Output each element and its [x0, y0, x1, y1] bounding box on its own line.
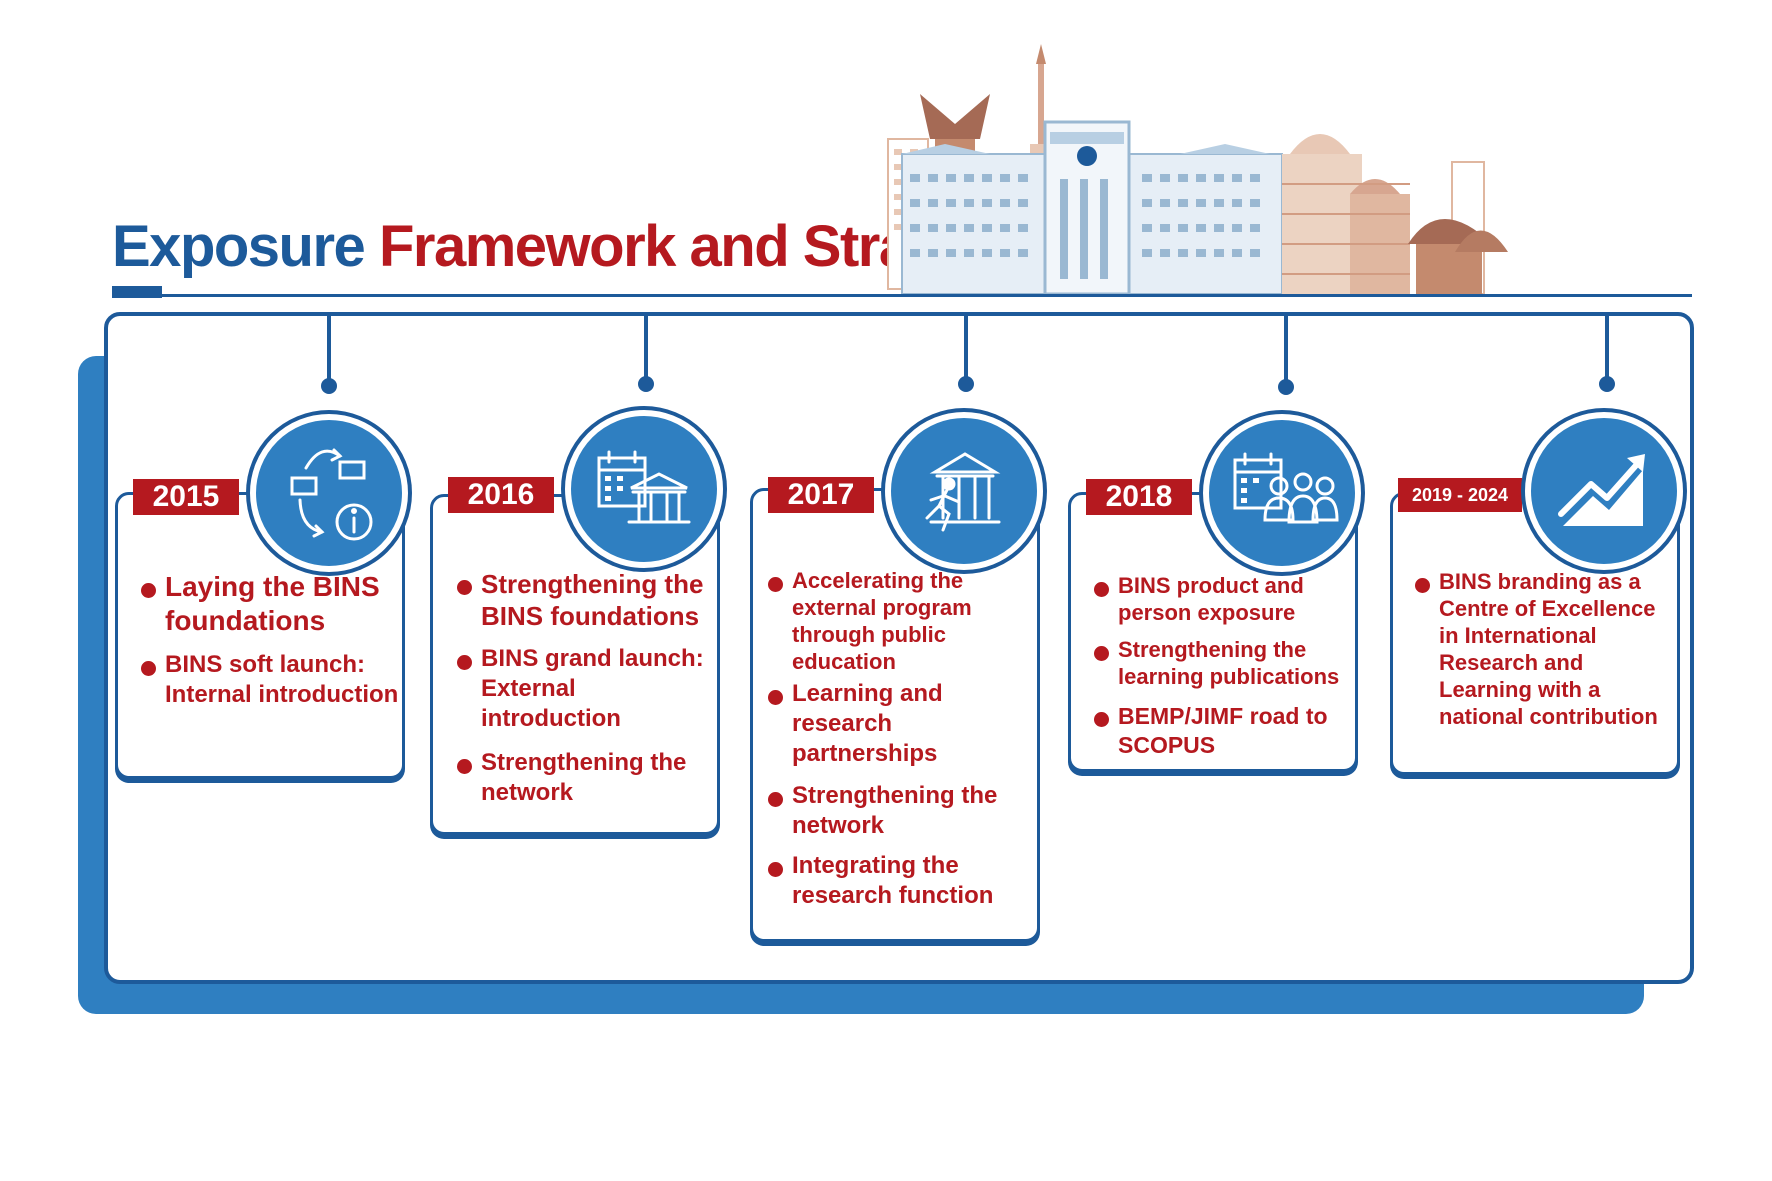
calendar-building-icon: [597, 450, 691, 524]
list-item: Strengthening the network: [455, 748, 717, 808]
list-item: Learning and research partnerships: [766, 679, 1038, 769]
list-item: BINS product and person exposure: [1092, 572, 1356, 626]
year-label-2016: 2016: [448, 477, 554, 513]
list-item: Strengthening the learning publications: [1092, 636, 1356, 690]
list-item: BINS grand launch: External introduction: [455, 644, 717, 734]
growth-chart-icon: [1558, 454, 1645, 526]
connector-dot: [1278, 379, 1294, 395]
connector-dot: [638, 376, 654, 392]
timeline-connector: [327, 314, 331, 386]
connector-dot: [321, 378, 337, 394]
timeline-connector: [644, 314, 648, 382]
running-building-icon: [925, 452, 1001, 532]
bullet-list-2017: Accelerating the external program throug…: [766, 567, 1038, 911]
city-skyline-illustration: [887, 44, 1508, 294]
milestone-circle-2018: [1203, 414, 1361, 572]
title-part-1: Exposure: [112, 214, 366, 279]
list-item: Integrating the research function: [766, 851, 1038, 911]
list-item: Accelerating the external program throug…: [766, 567, 1038, 675]
bullet-list-2018: BINS product and person exposure Strengt…: [1092, 572, 1356, 760]
timeline-connector: [1284, 314, 1288, 386]
year-label-2019-2024: 2019 - 2024: [1398, 478, 1522, 512]
connector-dot: [958, 376, 974, 392]
list-item: Strengthening the network: [766, 781, 1038, 841]
connector-dot: [1599, 376, 1615, 392]
bullet-list-2015: Laying the BINS foundations BINS soft la…: [139, 570, 401, 710]
milestone-circle-2019-2024: [1525, 412, 1683, 570]
list-item: BEMP/JIMF road to SCOPUS: [1092, 702, 1356, 760]
year-label-2018: 2018: [1086, 479, 1192, 515]
year-label-2015: 2015: [133, 479, 239, 515]
bullet-list-2016: Strengthening the BINS foundations BINS …: [455, 568, 717, 808]
timeline-connector: [964, 314, 968, 382]
milestone-circle-2017: [885, 412, 1043, 570]
milestone-circle-2015: [250, 414, 408, 572]
milestone-circle-2016: [565, 410, 723, 568]
list-item: Laying the BINS foundations: [139, 570, 401, 638]
bullet-list-2019-2024: BINS branding as a Centre of Excellence …: [1413, 568, 1677, 730]
year-label-2017: 2017: [768, 477, 874, 513]
list-item: Strengthening the BINS foundations: [455, 568, 717, 632]
calendar-people-icon: [1233, 452, 1339, 524]
list-item: BINS branding as a Centre of Excellence …: [1413, 568, 1677, 730]
timeline-connector: [1605, 314, 1609, 380]
process-info-icon: [290, 448, 373, 541]
list-item: BINS soft launch: Internal introduction: [139, 650, 401, 710]
title-underline: [112, 294, 1692, 297]
